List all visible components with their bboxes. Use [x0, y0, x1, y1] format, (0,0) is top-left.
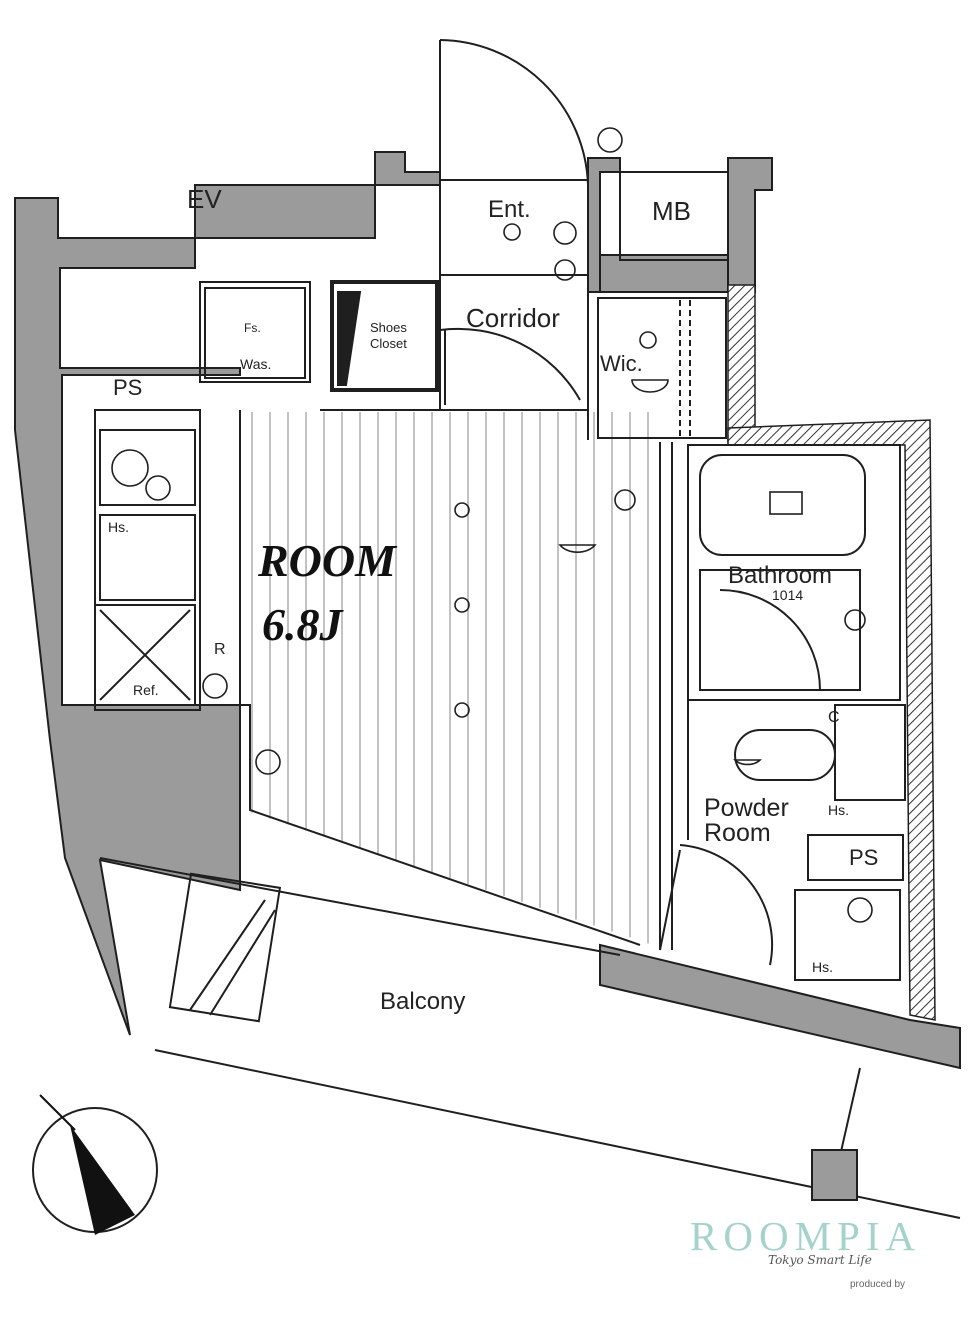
ps-right-label: PS — [849, 845, 879, 870]
room-size-label: 6.8J — [262, 599, 343, 650]
was-label: Was. — [240, 356, 272, 372]
hs-kitchen-label: Hs. — [108, 519, 129, 535]
mb-label: MB — [652, 196, 691, 226]
r-label: R — [214, 641, 226, 658]
north-arrow-icon — [70, 1125, 135, 1235]
brand-tagline: Tokyo Smart Life — [768, 1253, 872, 1267]
produced-by-label: produced by — [850, 1279, 906, 1290]
hs-sink-label: Hs. — [812, 959, 833, 975]
fixtures — [111, 127, 873, 923]
floor-stripes — [251, 412, 649, 944]
corridor-label: Corridor — [466, 303, 560, 333]
ref-label: Ref. — [133, 682, 159, 698]
interior-lines — [32, 39, 961, 1233]
brand-logo: ROOMPIA — [690, 1213, 922, 1259]
powder-room-label: Powder Room — [704, 794, 789, 847]
hatched-wall — [727, 284, 936, 1021]
balcony-label: Balcony — [380, 988, 466, 1015]
fs-label: Fs. — [244, 321, 261, 335]
hs-toilet-label: Hs. — [828, 802, 849, 818]
ps-left-label: PS — [113, 375, 143, 400]
c-label: C — [828, 709, 840, 726]
shoes-closet-label: Shoes Closet — [370, 320, 407, 352]
bathroom-label: Bathroom — [728, 562, 833, 589]
room-label: ROOM — [258, 535, 397, 586]
ev-label: EV — [187, 184, 222, 214]
entrance-label: Ent. — [488, 196, 531, 223]
wic-label: Wic. — [600, 351, 643, 376]
bathroom-size-label: 1014 — [772, 587, 804, 603]
exterior-walls — [14, 151, 961, 1070]
